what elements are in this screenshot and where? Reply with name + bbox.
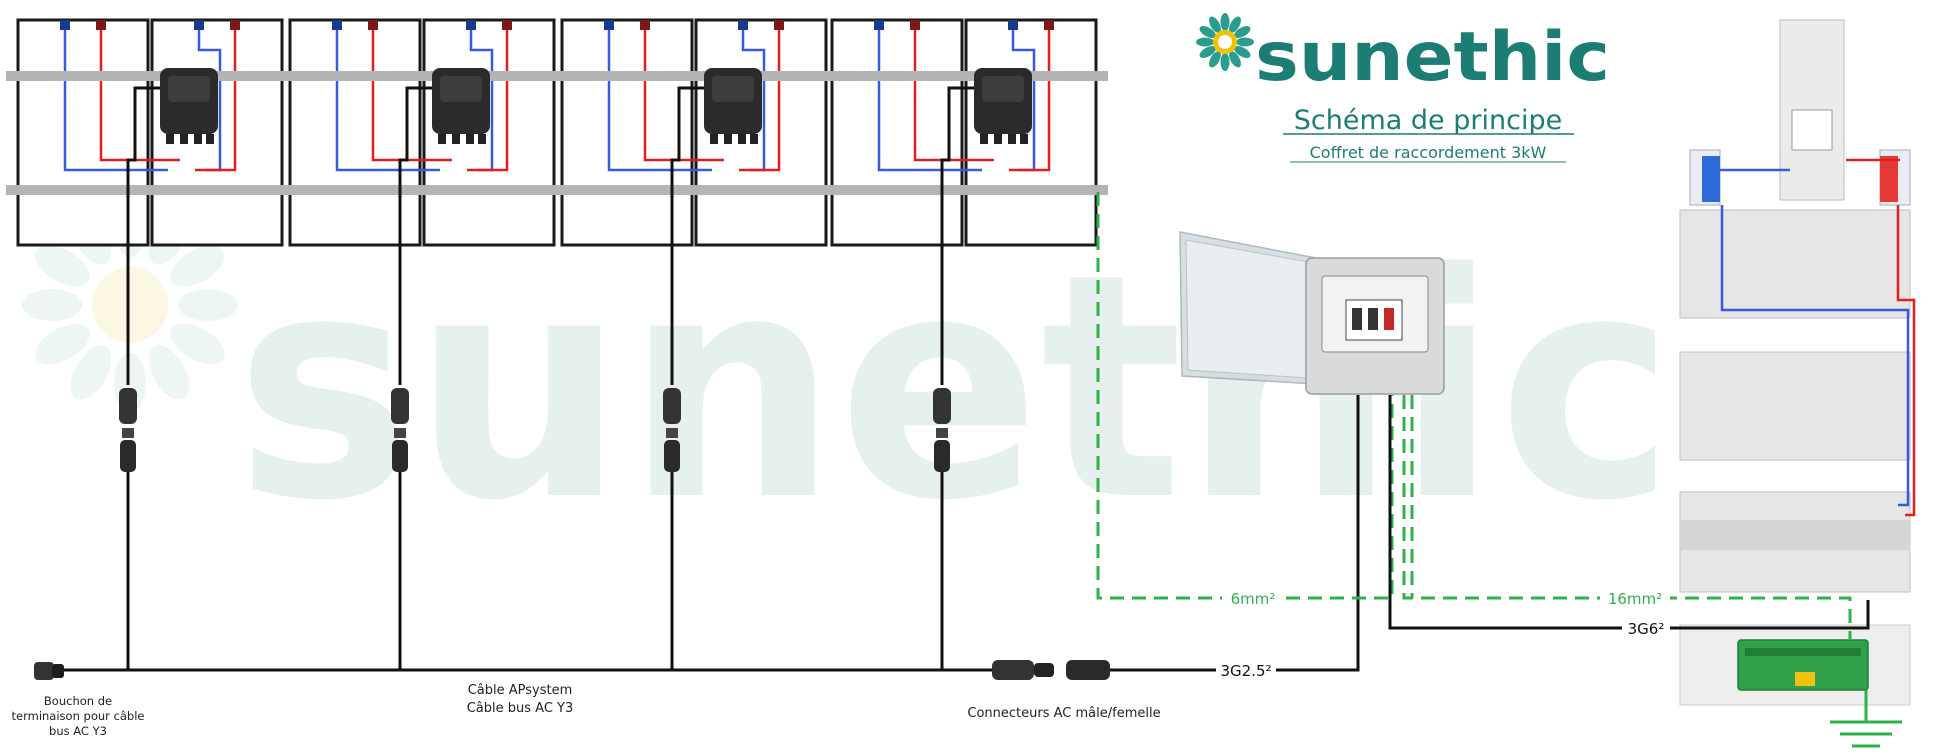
cable-3g25-label: 3G2.5²: [1220, 662, 1271, 680]
bus-cable-label-line-2: Câble bus AC Y3: [467, 701, 574, 716]
page-subtitle: Coffret de raccordement 3kW: [1310, 143, 1547, 162]
solar-panel: [830, 18, 964, 247]
microinverter: [704, 68, 762, 144]
ac-bus-cable: [60, 395, 1360, 672]
connection-box: [1179, 231, 1445, 395]
solar-panels: [16, 18, 1098, 247]
brand-name: sunethic: [1255, 18, 1610, 97]
panel-connectors: [60, 20, 1054, 30]
mounting-rail-top: [6, 71, 1108, 81]
heading: Schéma de principe Coffret de raccordeme…: [1283, 105, 1574, 163]
cable-3g6-label: 3G6²: [1628, 620, 1665, 638]
solar-panel: [288, 18, 422, 247]
watermark-text: sunethic: [235, 208, 1675, 569]
bus-connector: [119, 388, 137, 472]
earth-6mm-label: 6mm²: [1231, 590, 1276, 608]
microinverter: [974, 68, 1032, 144]
solar-panel: [16, 18, 150, 247]
microinverter: [160, 68, 218, 144]
cable-labels: 6mm² 16mm² 3G6² 3G2.5² Bouchon de termin…: [12, 589, 1670, 738]
sun-logo-icon: [1196, 13, 1254, 71]
brand-logo: sunethic: [1196, 13, 1610, 97]
ac-connectors-icon: [992, 660, 1110, 680]
bus-connectors: [119, 388, 951, 472]
bus-connector: [391, 388, 409, 472]
end-cap-icon: [34, 662, 64, 680]
bus-cable-label-line-1: Câble APsystem: [468, 683, 573, 698]
solar-panel: [560, 18, 694, 247]
bus-connector: [663, 388, 681, 472]
solar-panel: [694, 18, 828, 247]
electrical-panel: [1679, 19, 1911, 706]
mounting-rail-bottom: [6, 185, 1108, 195]
panel-feed-wires: [1720, 158, 1916, 517]
earth-16mm-label: 16mm²: [1608, 590, 1662, 608]
bus-connector: [933, 388, 951, 472]
ac-drop-cables: [126, 86, 974, 670]
microinverter: [432, 68, 490, 144]
end-cap-label-line-1: Bouchon de: [44, 694, 112, 708]
end-cap-label-line-2: terminaison pour câble: [12, 709, 145, 723]
ac-connectors-label: Connecteurs AC mâle/femelle: [967, 706, 1160, 721]
microinverters: [160, 68, 1032, 144]
end-cap-label-line-3: bus AC Y3: [49, 724, 107, 738]
page-title: Schéma de principe: [1294, 105, 1562, 136]
mounting-rails: [6, 71, 1108, 195]
earth-ground-icon: [1830, 690, 1902, 748]
